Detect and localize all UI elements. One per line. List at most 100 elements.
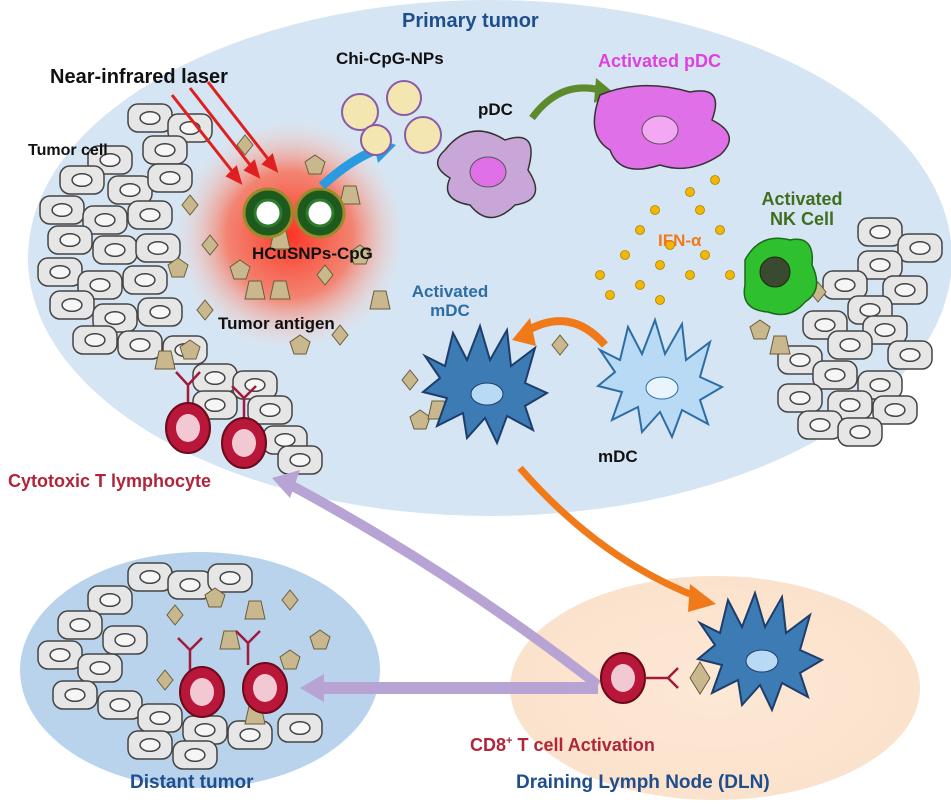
near-infrared-laser-label: Near-infrared laser [50, 66, 228, 88]
tumor-cell-nucleus [139, 569, 161, 585]
antigen-shape [219, 630, 241, 650]
antigen-shape [204, 587, 226, 608]
tumor-cell-nucleus [49, 264, 71, 280]
tumor-cell-nucleus [184, 747, 206, 763]
antigen-shape [279, 649, 301, 670]
antigen-shape [244, 600, 266, 620]
tumor-cell-nucleus [139, 110, 161, 126]
mdc-label: mDC [598, 447, 638, 466]
tumor-cell-nucleus [204, 397, 226, 413]
activated-mdc-label: Activated mDC [400, 282, 500, 320]
ifn-dot [715, 225, 725, 235]
tumor-antigen-label: Tumor antigen [218, 314, 335, 333]
tumor-cell-nucleus [869, 257, 891, 273]
chi-cpg-nps-label: Chi-CpG-NPs [336, 49, 444, 68]
activation-arrow-mdc [522, 317, 609, 348]
tumor-cell-nucleus [789, 352, 811, 368]
ifn-dot [665, 240, 675, 250]
ctl-cells-distant [177, 630, 288, 718]
tumor-cell-nucleus [894, 282, 916, 298]
tumor-cell-nucleus [114, 632, 136, 648]
tumor-cell-nucleus [204, 370, 226, 386]
ifn-dot [605, 290, 615, 300]
antigen-shape [229, 259, 251, 280]
tumor-cell-nucleus [789, 390, 811, 406]
antigen-shape [401, 369, 419, 391]
tumor-cell-nucleus [809, 417, 831, 433]
cd8-suffix: T cell Activation [512, 735, 655, 755]
tumor-cell-nucleus [71, 172, 93, 188]
tumor-cell-nucleus [839, 397, 861, 413]
tumor-cell-nucleus [154, 142, 176, 158]
ifn-dot [595, 270, 605, 280]
antigen-shape [269, 280, 291, 300]
ifn-alpha-dots [595, 175, 735, 305]
activated-pdc-label: Activated pDC [598, 51, 722, 71]
tumor-cell-nucleus [147, 240, 169, 256]
cd8-activation-label: CD8+ T cell Activation [470, 735, 655, 756]
tumor-cell-nucleus [874, 322, 896, 338]
antigen-shape [289, 334, 311, 355]
activated-mdc-label-line2: mDC [430, 300, 470, 320]
tumor-cell-nucleus [859, 302, 881, 318]
ifn-dot [695, 205, 705, 215]
ifn-dot [635, 225, 645, 235]
antigen-shape [196, 299, 214, 321]
hcusnps-cpg-label: HCuSNPs-CpG [252, 244, 373, 263]
ifn-alpha-label: IFN-α [658, 231, 702, 250]
tumor-cell-nucleus [129, 337, 151, 353]
antigen-shape [244, 280, 266, 300]
tumor-cell-nucleus [849, 424, 871, 440]
pdc-label: pDC [478, 100, 513, 119]
activated-nk-label-line1: Activated [761, 189, 843, 209]
tumor-cell-nucleus [289, 452, 311, 468]
tumor-cell-nucleus [89, 277, 111, 293]
tumor-cell-nucleus [909, 240, 931, 256]
tumor-cell-nucleus [64, 687, 86, 703]
dln-label: Draining Lymph Node (DLN) [516, 772, 770, 793]
antigen-shape [154, 350, 176, 370]
activation-arrow-pdc [529, 84, 601, 121]
tumor-cell-nucleus [61, 297, 83, 313]
antigen-shape [304, 154, 326, 175]
antigen-shape [551, 334, 569, 356]
antigen-shape [166, 604, 184, 626]
antigen-shape [201, 234, 219, 256]
tumor-cell-nucleus [244, 377, 266, 393]
tumor-cell-nucleus [51, 202, 73, 218]
tumor-cell-nucleus [839, 337, 861, 353]
tumor-cell-nucleus [59, 232, 81, 248]
ctl-label: Cytotoxic T lymphocyte [8, 471, 212, 491]
tumor-cell-nucleus [274, 432, 296, 448]
antigen-shape [769, 335, 791, 355]
laser-beams [170, 81, 279, 185]
tumor-cell-nucleus [49, 647, 71, 663]
chi-cpg-nps-particles [341, 80, 442, 156]
tumor-cell-nucleus [149, 304, 171, 320]
ifn-dot [655, 295, 665, 305]
ctl-migration-arrow-primary [282, 477, 602, 689]
ifn-dot [685, 270, 695, 280]
tumor-cells-right [777, 217, 943, 447]
tumor-cell-nucleus [104, 310, 126, 326]
tumor-cell-nucleus [824, 367, 846, 383]
ifn-dot [650, 205, 660, 215]
tumor-cell-nucleus [84, 332, 106, 348]
ifn-dot [635, 280, 645, 290]
activated-mdc-cell [420, 322, 550, 446]
ifn-dot [685, 187, 695, 197]
tumor-cell-nucleus [99, 592, 121, 608]
cd8-prefix: CD8 [470, 735, 507, 755]
tumor-cell-nucleus [159, 170, 181, 186]
tumor-cell-nucleus [289, 720, 311, 736]
antigen-shape [181, 194, 199, 216]
tumor-cell-nucleus [69, 617, 91, 633]
dln-tcell [600, 652, 679, 704]
antigen-shape [349, 244, 371, 265]
tumor-cell-nucleus [134, 272, 156, 288]
tumor-cell-nucleus [89, 660, 111, 676]
dln-activated-mdc [695, 589, 825, 713]
tumor-cell-nucleus [869, 377, 891, 393]
mdc-cell [595, 316, 725, 440]
